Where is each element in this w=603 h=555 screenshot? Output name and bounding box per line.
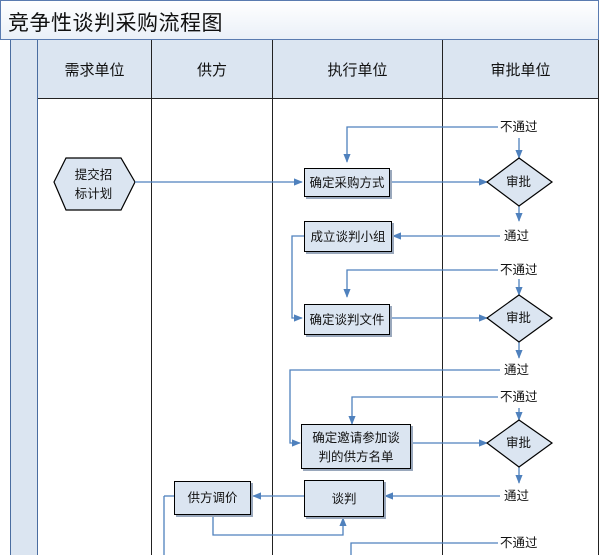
lane-header-supplier: 供方	[152, 40, 272, 99]
label-reject-2: 不通过	[499, 262, 539, 277]
node-approve-3: 审批	[506, 435, 532, 450]
label-pass-2: 通过	[503, 362, 531, 377]
arrow-adjust-to-negotiate	[212, 515, 347, 536]
label-reject-3: 不通过	[499, 389, 539, 404]
lane-header-approval-unit: 审批单位	[443, 40, 598, 99]
arrow-reject-1	[343, 126, 498, 163]
node-determine-method: 确定采购方式	[304, 168, 390, 197]
approve-1-diamond	[486, 157, 554, 207]
node-submit-bid-plan: 提交招 标计划	[74, 167, 113, 201]
approve-2-diamond	[485, 294, 554, 343]
lane-approval-unit: 审批单位	[443, 40, 599, 555]
arrow-reject-3	[348, 396, 498, 425]
node-negotiate: 谈判	[304, 480, 384, 517]
node-supplier-adjust: 供方调价	[174, 481, 251, 515]
node-approve-2: 审批	[506, 310, 532, 325]
submit-plan-hexagon	[53, 157, 136, 211]
arrow-pass-2-to-suppliers	[289, 369, 500, 447]
diagram-title-bar: 竞争性谈判采购流程图	[0, 0, 599, 40]
arrow-reject-4	[350, 542, 498, 555]
node-determine-docs: 确定谈判文件	[304, 304, 390, 335]
label-pass-3: 通过	[503, 488, 531, 503]
node-determine-suppliers: 确定邀请参加谈 判的供方名单	[301, 424, 411, 469]
label-reject-4: 不通过	[499, 535, 539, 550]
approve-3-diamond	[485, 419, 554, 468]
pool-side-strip	[10, 40, 38, 555]
arrow-team-to-docs	[291, 235, 304, 322]
node-form-team: 成立谈判小组	[304, 221, 392, 252]
label-pass-1: 通过	[503, 228, 531, 243]
lane-demand-unit: 需求单位	[38, 40, 152, 555]
arrow-reject-2	[343, 269, 498, 298]
node-approve-1: 审批	[506, 174, 532, 189]
label-reject-1: 不通过	[499, 119, 539, 134]
lane-header-demand-unit: 需求单位	[38, 40, 151, 99]
lane-header-execution-unit: 执行单位	[273, 40, 442, 99]
lane-supplier: 供方	[152, 40, 273, 555]
diagram-title: 竞争性谈判采购流程图	[8, 11, 223, 35]
lane-execution-unit: 执行单位	[273, 40, 443, 555]
